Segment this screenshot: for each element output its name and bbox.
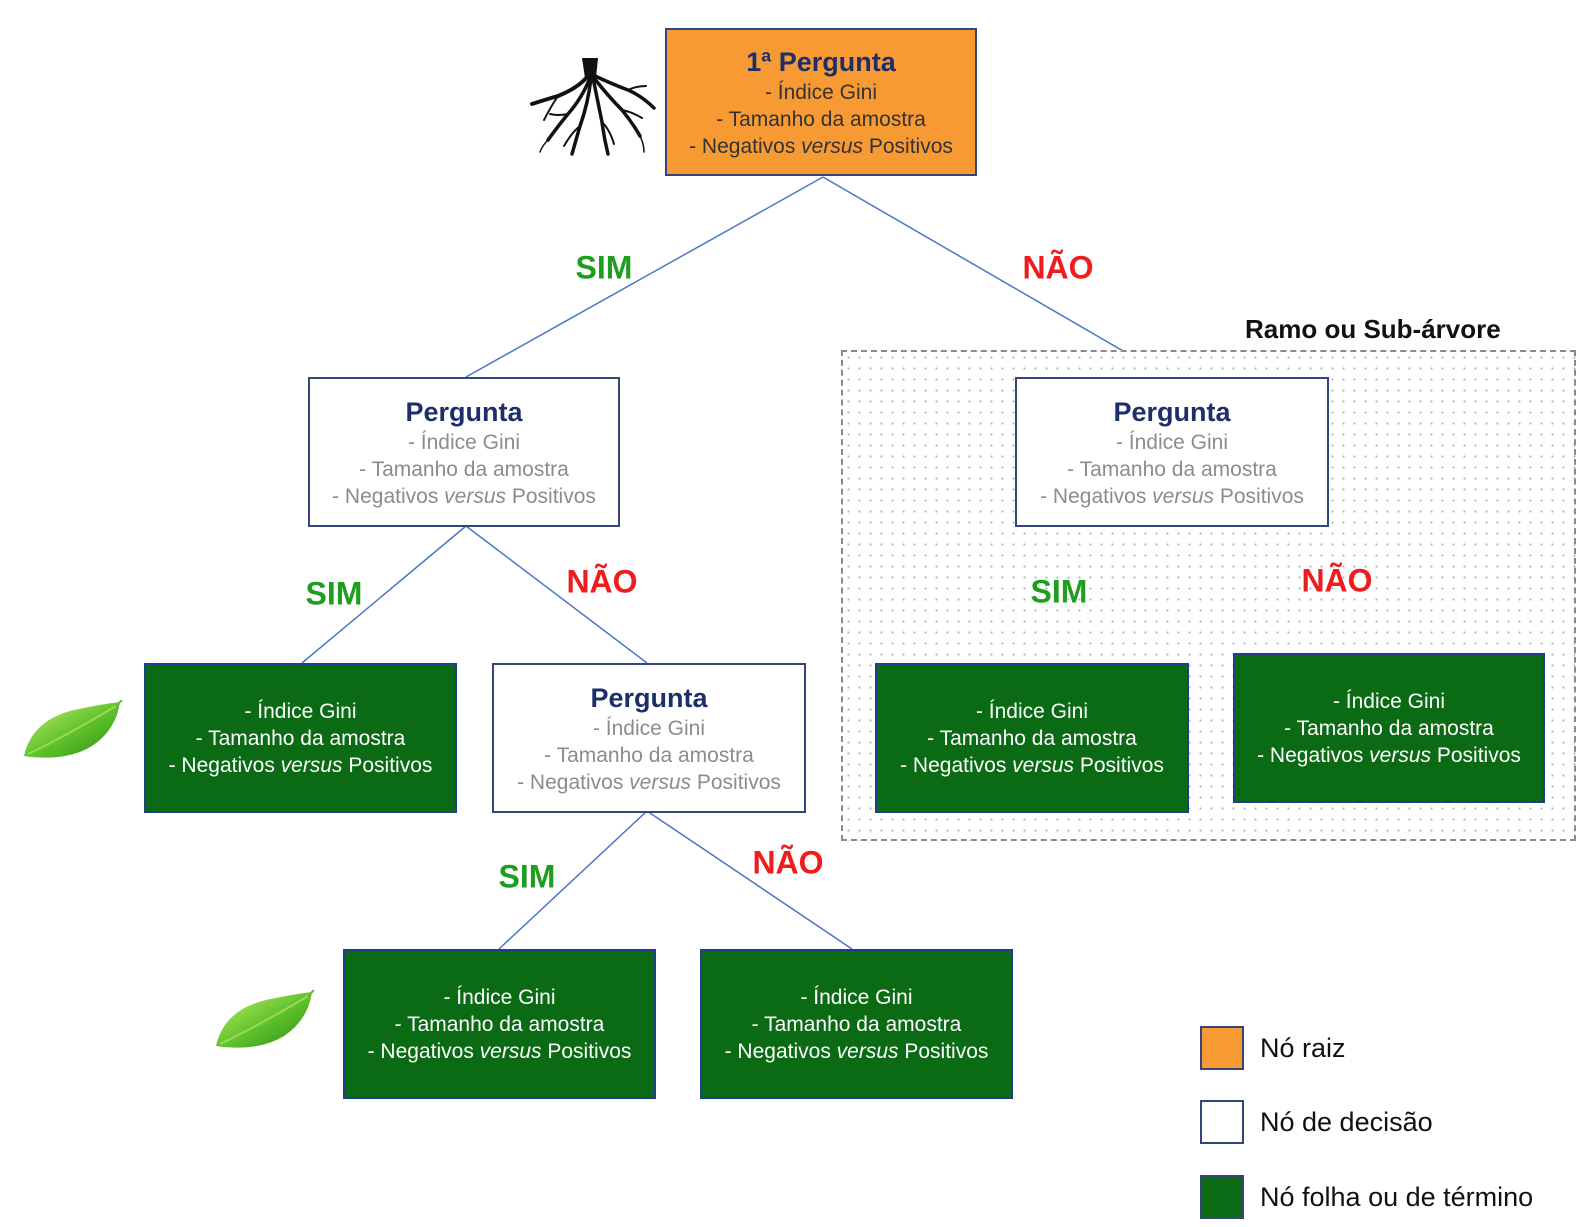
node-line-sample: - Tamanho da amostra (1284, 716, 1494, 740)
node-line-gini: - Índice Gini (1115, 430, 1229, 454)
node-title: Pergunta (590, 682, 708, 713)
ratio-suffix: Positivos (1074, 753, 1164, 777)
legend-swatch-leaf (1200, 1175, 1244, 1219)
edge-root-q-left (465, 176, 824, 378)
ratio-suffix: Positivos (898, 1039, 989, 1063)
ratio-suffix: Positivos (506, 484, 596, 508)
legend-label-decision: Nó de decisão (1260, 1106, 1433, 1137)
node-line-gini: - Índice Gini (1332, 689, 1446, 713)
node-title: Pergunta (405, 396, 523, 427)
node-line-ratio: - Negativos versus Positivos (517, 769, 781, 796)
edge-q-left-leaf-left (301, 525, 467, 664)
edge-label-left-sim: SIM (305, 575, 363, 612)
ratio-versus: versus (1369, 743, 1432, 767)
node-line-gini: - Índice Gini (244, 699, 357, 723)
leaf-node-mid-nao: - Índice Gini - Tamanho da amostra - Neg… (700, 949, 1013, 1099)
node-line-gini: - Índice Gini (764, 80, 878, 104)
ratio-prefix: - Negativos (900, 753, 1013, 777)
leaf-node-mid-sim: - Índice Gini - Tamanho da amostra - Neg… (343, 949, 656, 1099)
ratio-prefix: - Negativos (517, 770, 630, 794)
node-line-ratio: - Negativos versus Positivos (689, 133, 953, 160)
node-line-sample: - Tamanho da amostra (1067, 457, 1277, 481)
node-line-ratio: - Negativos versus Positivos (900, 752, 1164, 779)
ratio-prefix: - Negativos (1257, 743, 1370, 767)
node-line-sample: - Tamanho da amostra (716, 107, 926, 131)
node-line-sample: - Tamanho da amostra (359, 457, 569, 481)
edge-root-q-right (822, 176, 1169, 378)
edge-label-right-nao: NÃO (1301, 562, 1373, 599)
ratio-versus: versus (280, 753, 343, 777)
subtree-title: Ramo ou Sub-árvore (1245, 314, 1501, 344)
ratio-prefix: - Negativos (168, 753, 281, 777)
ratio-versus: versus (1012, 753, 1075, 777)
ratio-prefix: - Negativos (689, 134, 802, 158)
ratio-prefix: - Negativos (724, 1039, 837, 1063)
ratio-prefix: - Negativos (1040, 484, 1153, 508)
edge-label-right-sim: SIM (1030, 573, 1088, 610)
leaf-icon (24, 700, 123, 758)
ratio-versus: versus (801, 134, 864, 158)
node-line-ratio: - Negativos versus Positivos (1040, 483, 1304, 510)
legend-swatch-root (1200, 1026, 1244, 1070)
ratio-suffix: Positivos (342, 753, 433, 777)
leaf-node-left: - Índice Gini - Tamanho da amostra - Neg… (144, 663, 457, 813)
ratio-suffix: Positivos (863, 134, 953, 158)
ratio-suffix: Positivos (541, 1039, 632, 1063)
ratio-versus: versus (836, 1039, 899, 1063)
node-line-ratio: - Negativos versus Positivos (1257, 742, 1521, 769)
decision-node-left: Pergunta - Índice Gini - Tamanho da amos… (308, 377, 620, 527)
node-line-sample: - Tamanho da amostra (195, 726, 406, 750)
legend-decision: Nó de decisão (1200, 1100, 1433, 1144)
node-line-sample: - Tamanho da amostra (394, 1012, 605, 1036)
node-title: Pergunta (1113, 396, 1231, 427)
node-title: 1ª Pergunta (746, 46, 896, 77)
ratio-suffix: Positivos (691, 770, 781, 794)
leaf-icon (216, 990, 315, 1048)
ratio-versus: versus (629, 770, 692, 794)
legend-swatch-decision (1200, 1100, 1244, 1144)
ratio-prefix: - Negativos (332, 484, 445, 508)
node-line-gini: - Índice Gini (975, 699, 1089, 723)
node-line-ratio: - Negativos versus Positivos (169, 752, 433, 779)
legend-root: Nó raiz (1200, 1026, 1346, 1070)
decision-node-right: Pergunta - Índice Gini - Tamanho da amos… (1015, 377, 1329, 527)
legend-leaf: Nó folha ou de término (1200, 1175, 1533, 1219)
node-line-sample: - Tamanho da amostra (927, 726, 1137, 750)
edge-label-root-nao: NÃO (1022, 249, 1094, 286)
edge-label-root-sim: SIM (575, 249, 633, 286)
ratio-suffix: Positivos (1214, 484, 1304, 508)
ratio-versus: versus (444, 484, 507, 508)
node-line-ratio: - Negativos versus Positivos (725, 1038, 989, 1065)
edge-label-mid-nao: NÃO (752, 844, 824, 881)
node-line-gini: - Índice Gini (592, 716, 706, 740)
legend-label-leaf: Nó folha ou de término (1260, 1181, 1534, 1212)
edge-label-left-nao: NÃO (566, 563, 638, 600)
decision-node-mid: Pergunta - Índice Gini - Tamanho da amos… (492, 663, 806, 813)
roots-icon (530, 58, 656, 156)
node-line-gini: - Índice Gini (407, 430, 521, 454)
node-line-gini: - Índice Gini (800, 985, 913, 1009)
ratio-versus: versus (479, 1039, 542, 1063)
ratio-versus: versus (1152, 484, 1215, 508)
edge-q-mid-leaf-mid-nao (646, 810, 853, 950)
leaf-node-right-nao: - Índice Gini - Tamanho da amostra - Neg… (1233, 653, 1545, 803)
leaf-node-right-sim: - Índice Gini - Tamanho da amostra - Neg… (875, 663, 1189, 813)
node-line-sample: - Tamanho da amostra (544, 743, 754, 767)
root-node: 1ª Pergunta - Índice Gini - Tamanho da a… (665, 28, 977, 176)
node-line-ratio: - Negativos versus Positivos (368, 1038, 632, 1065)
edge-label-mid-sim: SIM (498, 858, 556, 895)
ratio-suffix: Positivos (1431, 743, 1521, 767)
ratio-prefix: - Negativos (367, 1039, 480, 1063)
node-line-ratio: - Negativos versus Positivos (332, 483, 596, 510)
legend-label-root: Nó raiz (1260, 1032, 1346, 1063)
node-line-gini: - Índice Gini (443, 985, 556, 1009)
edge-q-mid-leaf-mid-sim (498, 810, 648, 950)
node-line-sample: - Tamanho da amostra (751, 1012, 962, 1036)
edge-q-left-q-mid (465, 525, 648, 664)
